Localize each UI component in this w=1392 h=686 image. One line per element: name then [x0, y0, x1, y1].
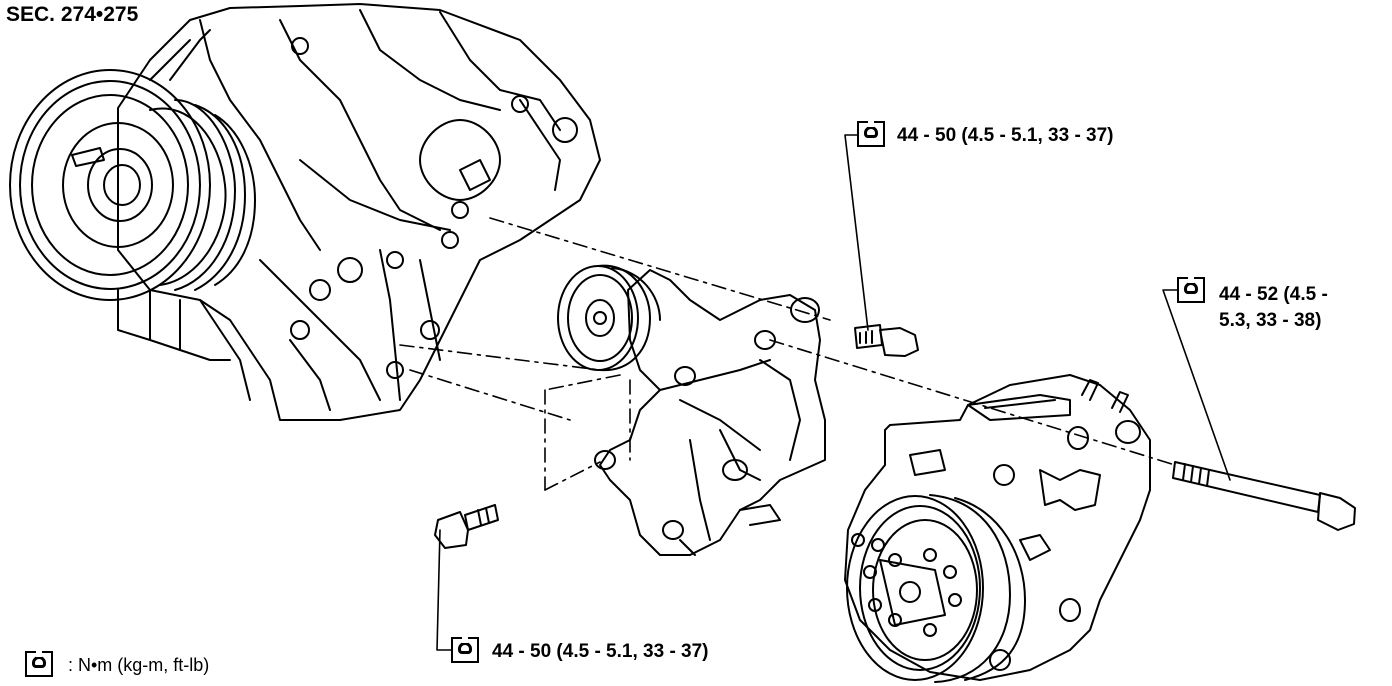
- compressor-bracket: [594, 269, 826, 556]
- torque-wrench-icon: [451, 637, 479, 663]
- torque-wrench-icon: [1177, 277, 1205, 303]
- bolt-top: [854, 324, 919, 357]
- bolt-bottom: [434, 504, 499, 549]
- idler-pulley: [557, 264, 661, 372]
- legend-units: : N•m (kg-m, ft-lb): [68, 655, 210, 675]
- torque-spec-right: 44 - 52 (4.5 - 5.3, 33 - 38): [1219, 284, 1328, 331]
- ac-compressor: [844, 374, 1151, 683]
- section-title: SEC. 274•275: [6, 3, 139, 26]
- alignment-lines: [399, 217, 1176, 491]
- leader-lines: [436, 134, 1231, 651]
- torque-spec-bottom: 44 - 50 (4.5 - 5.1, 33 - 37): [492, 641, 709, 662]
- bolt-right: [1172, 461, 1356, 531]
- engine-block: [117, 3, 601, 421]
- torque-spec-top: 44 - 50 (4.5 - 5.1, 33 - 37): [897, 125, 1114, 146]
- torque-wrench-icon: [857, 121, 885, 147]
- torque-wrench-icon: [25, 651, 53, 677]
- crankshaft-pulley: [9, 69, 256, 301]
